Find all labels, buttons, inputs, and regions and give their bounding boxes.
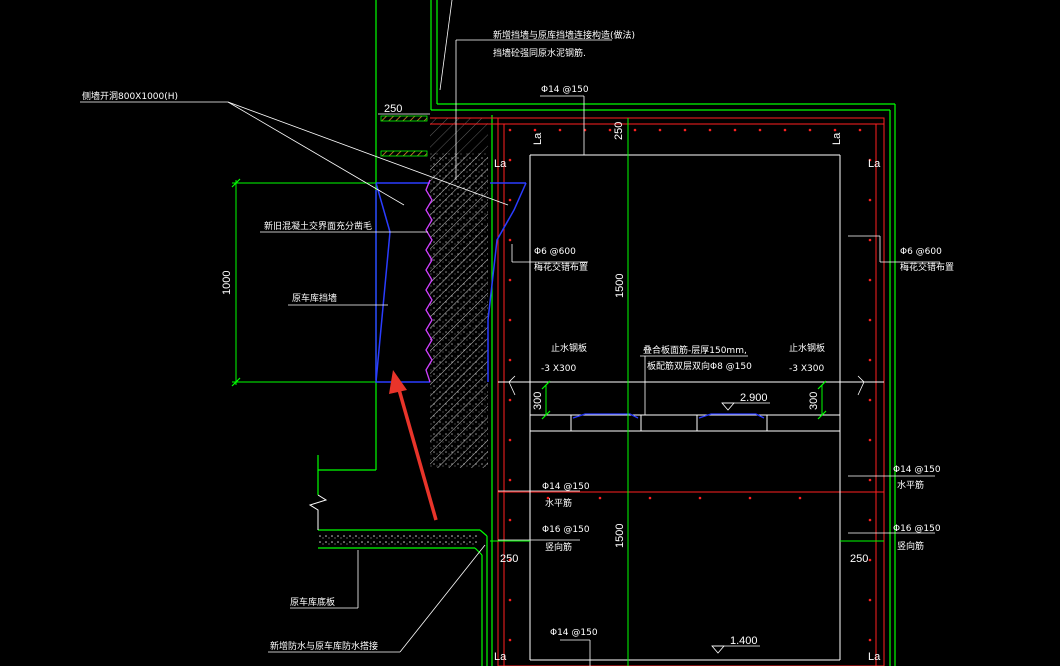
label-la-5: La <box>494 651 507 663</box>
label-h-rebar-right-2: 水平筋 <box>897 479 924 491</box>
label-elevation-bottom: 1.400 <box>730 635 758 647</box>
steel-plate-mid <box>380 150 428 157</box>
original-floor-slab <box>318 534 478 546</box>
old-wall-top-hatch <box>430 118 488 153</box>
elevation-marker-bottom <box>711 645 725 654</box>
label-la-2: La <box>831 132 843 145</box>
dim-250-right-bottom: 250 <box>850 553 868 565</box>
label-original-wall: 原车库挡墙 <box>292 292 337 304</box>
label-window-opening: 侧墙开洞800X1000(H) <box>82 90 178 102</box>
label-rough-surface: 新旧混凝土交界面充分凿毛 <box>264 220 372 232</box>
dim-1000: 1000 <box>221 271 233 295</box>
label-rebar-bottom: Φ14 @150 <box>550 628 598 638</box>
label-tie-left-1: Φ6 @600 <box>534 247 576 257</box>
label-stop-right-1: 止水钢板 <box>789 342 825 354</box>
dim-1500-bottom: 1500 <box>614 524 626 548</box>
dim-250-top: 250 <box>384 103 402 115</box>
leader-lines <box>80 0 940 666</box>
label-tie-left-2: 梅花交错布置 <box>534 261 588 273</box>
label-la-6: La <box>868 651 881 663</box>
break-symbol <box>308 494 328 530</box>
label-elevation-mid: 2.900 <box>740 392 768 404</box>
annotation-arrow <box>389 370 438 521</box>
original-wall-outline <box>317 0 896 666</box>
label-v-rebar-right-2: 竖向筋 <box>897 540 924 552</box>
dim-300-left: 300 <box>532 392 544 410</box>
center-lines <box>232 118 884 666</box>
label-v-rebar-left-1: Φ16 @150 <box>542 525 590 535</box>
label-slab-note-1: 叠合板面筋-层厚150mm, <box>643 344 747 356</box>
label-stop-right-2: -3 X300 <box>789 364 824 374</box>
label-v-rebar-right-1: Φ16 @150 <box>893 524 941 534</box>
elevation-marker-mid <box>721 402 735 411</box>
new-wall-outline <box>430 117 885 666</box>
label-h-rebar-left-1: Φ14 @150 <box>542 482 590 492</box>
rough-interface-line <box>425 179 433 383</box>
label-la-4: La <box>868 158 881 170</box>
label-waterproof: 新增防水与原车库防水搭接 <box>270 640 378 652</box>
inner-room <box>498 154 884 661</box>
dimension-ticks <box>231 178 827 420</box>
label-v-rebar-left-2: 竖向筋 <box>545 541 572 553</box>
note-top-1: 新增挡墙与原库挡墙连接构造(做法) <box>493 29 635 41</box>
label-tie-right-1: Φ6 @600 <box>900 247 942 257</box>
dim-250-wall: 250 <box>613 122 625 140</box>
window-opening-outline <box>375 182 527 383</box>
rebar-dots <box>508 128 872 642</box>
old-wall-dots <box>430 153 488 468</box>
dim-250-left-bottom: 250 <box>500 553 518 565</box>
label-slab-note-2: 板配筋双层双向Φ8 @150 <box>647 360 752 372</box>
dim-1500-top: 1500 <box>614 274 626 298</box>
dim-300-right: 300 <box>808 392 820 410</box>
label-la-3: La <box>494 158 507 170</box>
steel-plate-top <box>380 115 428 122</box>
label-tie-right-2: 梅花交错布置 <box>900 261 954 273</box>
label-original-floor: 原车库底板 <box>290 596 335 608</box>
label-la-1: La <box>532 132 544 145</box>
note-top-2: 挡墙砼强同原水泥钢筋. <box>493 47 586 59</box>
label-stop-left-2: -3 X300 <box>541 364 576 374</box>
slab-top-strokes <box>572 413 765 419</box>
label-h-rebar-left-2: 水平筋 <box>545 497 572 509</box>
label-rebar-top: Φ14 @150 <box>541 85 589 95</box>
label-h-rebar-right-1: Φ14 @150 <box>893 465 941 475</box>
label-stop-left-1: 止水钢板 <box>551 342 587 354</box>
